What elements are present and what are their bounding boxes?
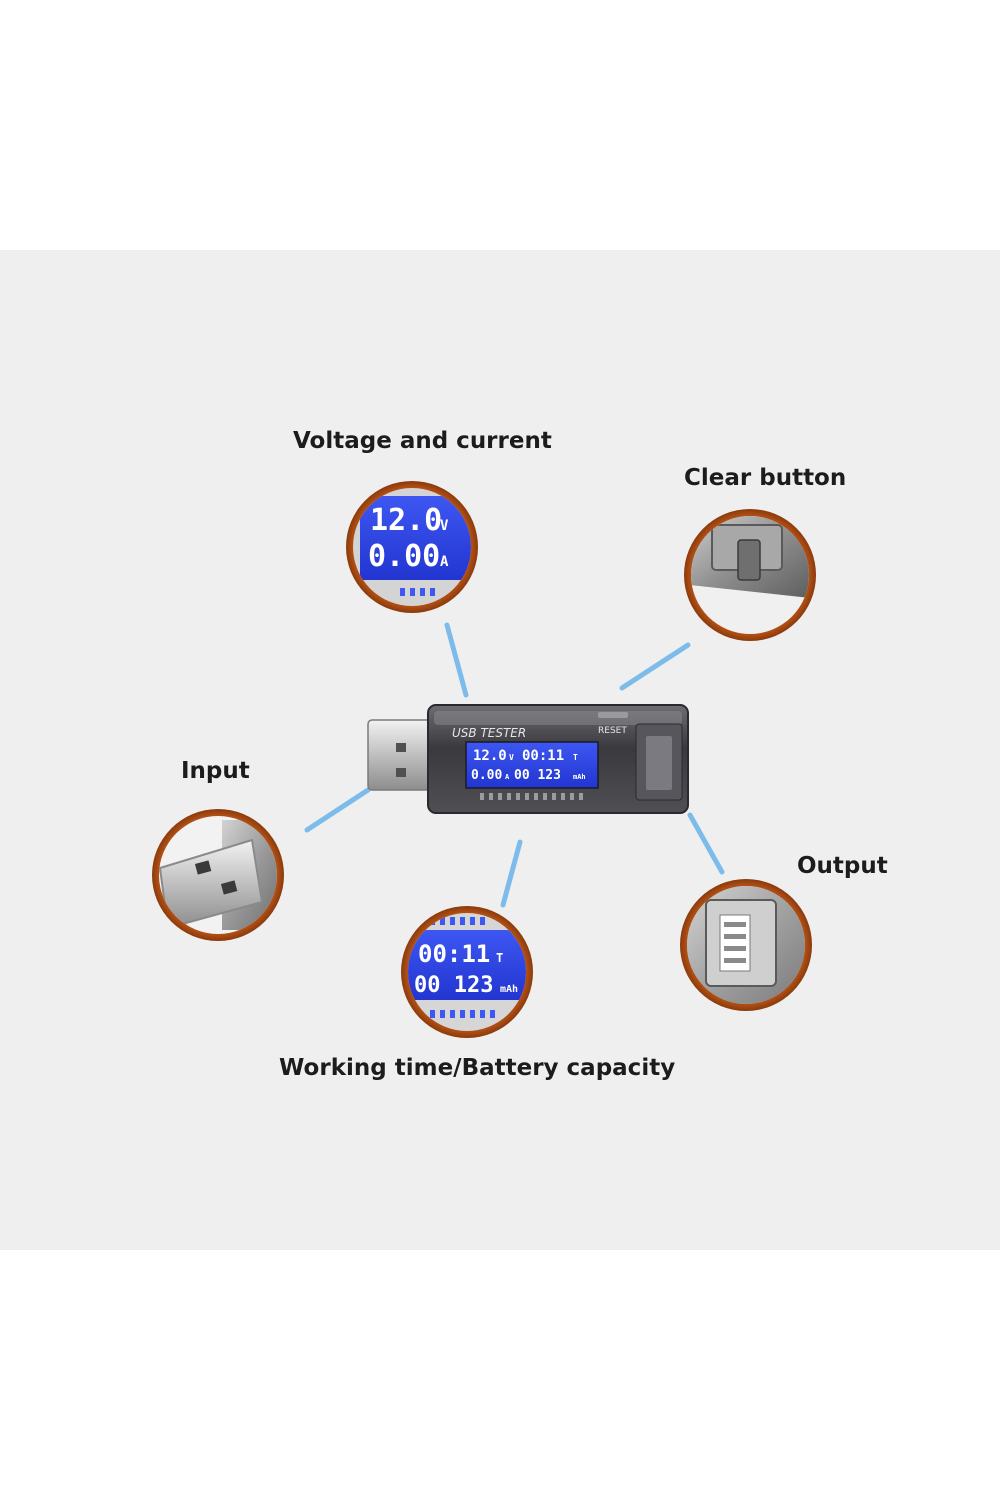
zoom-output — [680, 879, 812, 1011]
connector-lines — [304, 622, 725, 908]
zoom-clear-button — [684, 509, 816, 641]
lcd-voltage: 12.0 — [473, 748, 507, 764]
zoom-voltage-unit: V — [440, 518, 449, 534]
lcd-current-unit: A — [505, 773, 510, 781]
label-output: Output — [797, 853, 888, 879]
clear-button-knob — [737, 539, 761, 581]
connector-line-clear — [619, 642, 691, 691]
zoom-capacity-unit: mAh — [500, 984, 518, 995]
connector-line-voltage — [444, 622, 469, 698]
usb-tester-device: USB TESTER RESET 12.0 V 00:11 T 0.00 A 0… — [367, 704, 689, 814]
zoom-current-unit: A — [440, 554, 449, 570]
lcd-voltage-unit: V — [509, 753, 514, 762]
lcd-current: 0.00 — [471, 768, 502, 783]
connector-line-input — [304, 787, 371, 833]
zoom-time-unit: T — [496, 951, 503, 965]
connector-line-output — [687, 812, 725, 875]
zoom-voltage-value: 12.0 — [370, 503, 442, 538]
device-lcd — [465, 741, 599, 789]
lcd-capacity: 00 123 — [514, 768, 561, 783]
label-input: Input — [181, 758, 250, 784]
lcd-capacity-unit: mAh — [573, 773, 586, 781]
reset-label: RESET — [598, 726, 627, 736]
usb-plug — [367, 719, 437, 791]
zoom-input — [152, 809, 284, 941]
zoom-current-value: 0.00 — [368, 539, 440, 574]
label-clear-button: Clear button — [684, 465, 847, 491]
label-voltage-current: Voltage and current — [293, 428, 552, 454]
connector-line-time — [500, 839, 523, 908]
zoom-voltage-current: 12.0 V 0.00 A — [346, 481, 478, 613]
zoom-capacity-value: 00 123 — [414, 973, 493, 998]
zoom-working-time: 00:11 T 00 123 mAh — [401, 906, 533, 1038]
label-working-time: Working time/Battery capacity — [279, 1055, 676, 1081]
brand-label: USB TESTER — [452, 726, 526, 740]
lcd-time: 00:11 — [522, 748, 564, 764]
zoom-time-value: 00:11 — [418, 940, 490, 968]
lcd-time-unit: T — [573, 753, 578, 762]
